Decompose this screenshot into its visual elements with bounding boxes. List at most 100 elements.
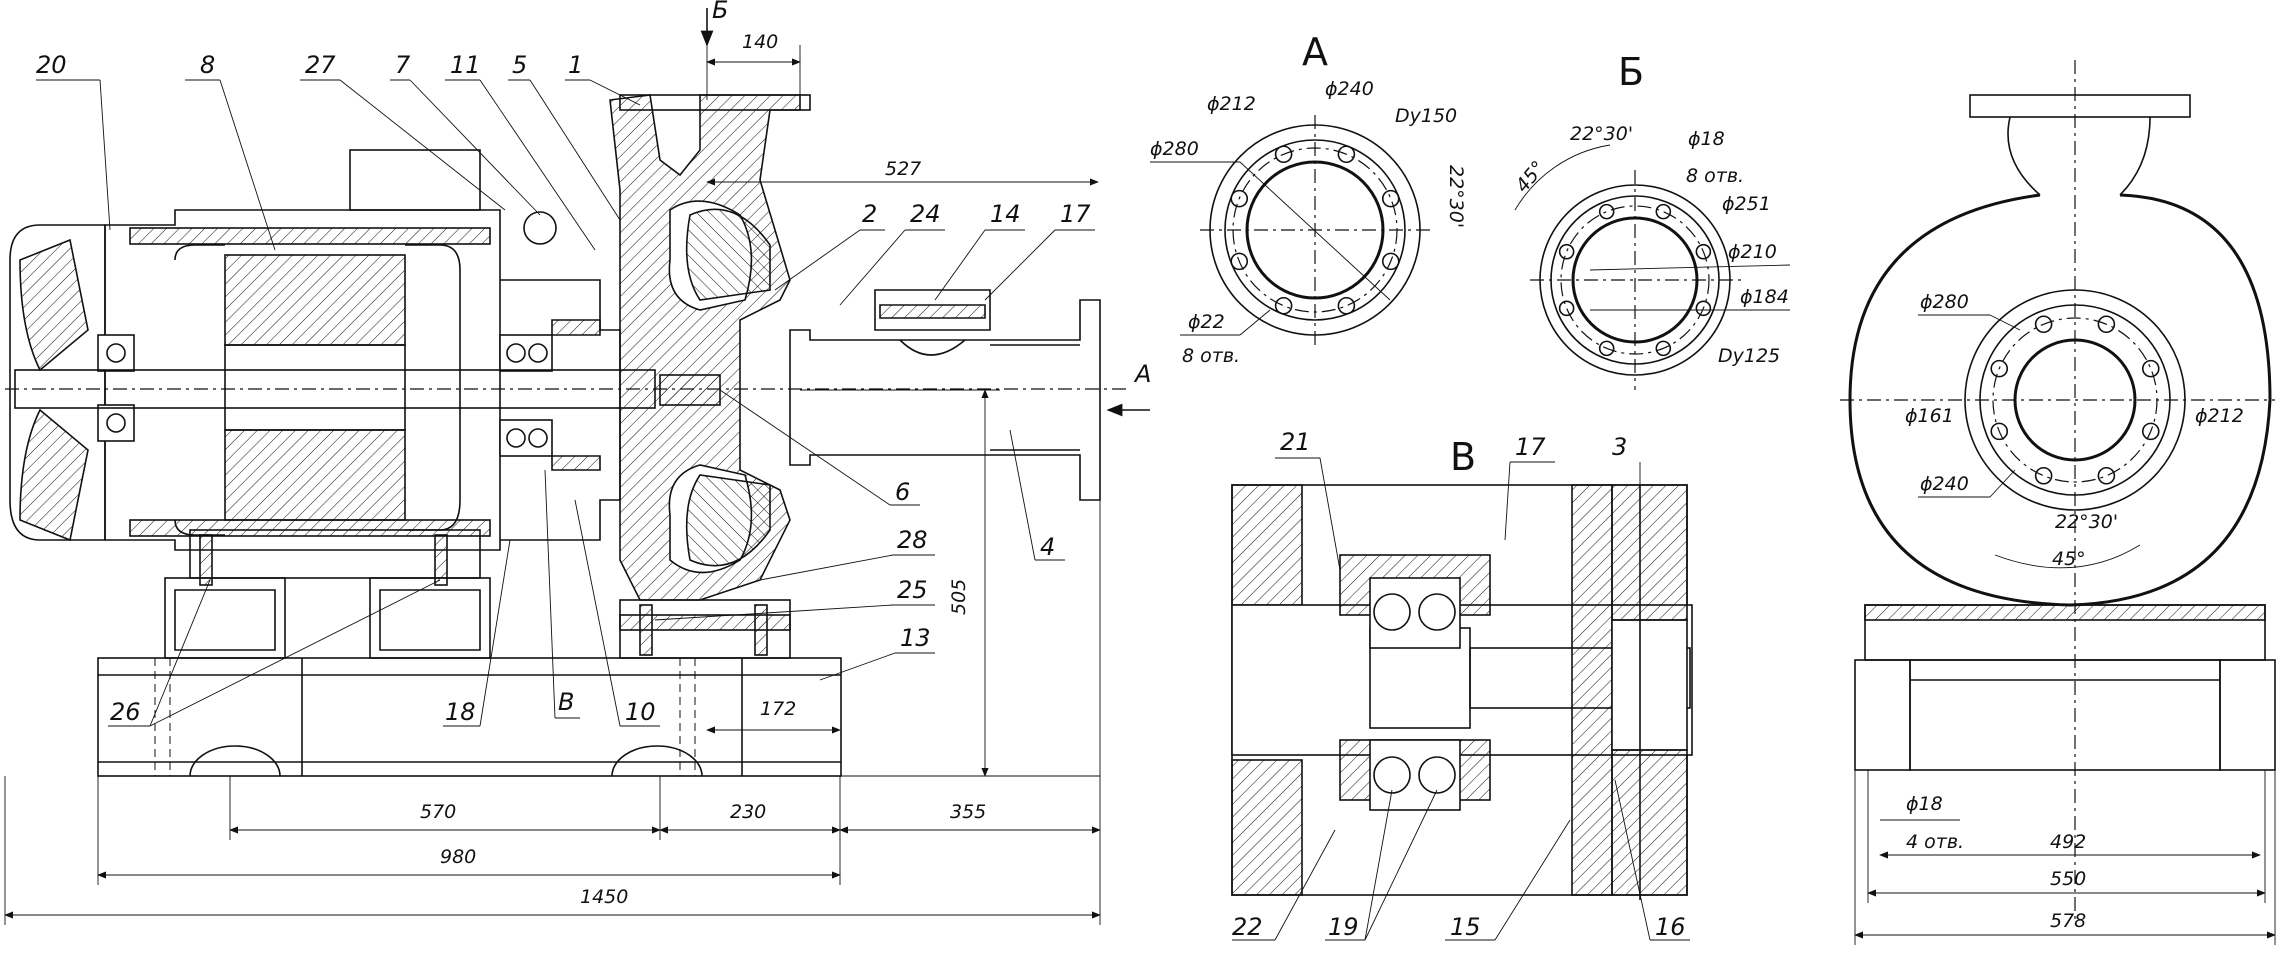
- end-d161: ϕ161: [1905, 405, 1954, 427]
- dim-140: 140: [742, 31, 778, 53]
- view-B-45: 45°: [1511, 157, 1550, 197]
- end-holes: 4 отв.: [1906, 831, 1964, 853]
- view-A-flange: А ϕ212 ϕ240 Dy150 ϕ280 22°30' ϕ22 8 отв.: [1150, 30, 1467, 367]
- view-A-d280: ϕ280: [1150, 138, 1199, 160]
- bolt-hole: [2097, 466, 2116, 485]
- view-V-title: В: [1450, 435, 1476, 479]
- dim-355: 355: [950, 801, 986, 823]
- bolt-hole: [1598, 203, 1615, 220]
- view-V-16: 16: [1655, 913, 1686, 941]
- end-view: ϕ280 ϕ161 ϕ212 ϕ240 22°30' 45° ϕ18 4 отв…: [1840, 60, 2276, 945]
- label-24: 24: [910, 200, 941, 228]
- label-V: В: [558, 688, 574, 716]
- dim-570: 570: [420, 801, 456, 823]
- motor-body: [104, 209, 501, 551]
- terminal-box: [349, 149, 481, 211]
- label-27: 27: [305, 51, 336, 79]
- view-A-holes: 8 отв.: [1182, 345, 1240, 367]
- bolt-hole: [1598, 340, 1615, 357]
- dim-505: 505: [948, 579, 970, 615]
- dim-230: 230: [730, 801, 766, 823]
- bolt-hole: [2141, 422, 2160, 441]
- bolt-hole: [1381, 252, 1400, 271]
- bolt-hole: [1337, 145, 1356, 164]
- bolt-hole: [2034, 466, 2053, 485]
- end-d18: ϕ18: [1906, 793, 1943, 815]
- label-11: 11: [450, 51, 481, 79]
- view-V-21: 21: [1280, 428, 1311, 456]
- view-A-d240: ϕ240: [1325, 78, 1374, 100]
- dim-1450: 1450: [580, 886, 628, 908]
- label-14: 14: [990, 200, 1021, 228]
- end-578: 578: [2050, 910, 2086, 932]
- view-B-holes: 8 отв.: [1686, 165, 1744, 187]
- view-B-d18: ϕ18: [1688, 128, 1725, 150]
- label-28: 28: [897, 526, 928, 554]
- view-B-dy125: Dy125: [1718, 345, 1780, 367]
- label-7: 7: [395, 51, 411, 79]
- end-angle: 22°30': [2055, 511, 2118, 533]
- dim-527: 527: [885, 158, 921, 180]
- bolt-hole: [1558, 243, 1575, 260]
- view-V-15: 15: [1450, 913, 1481, 941]
- view-B-d251: ϕ251: [1722, 193, 1771, 215]
- bolt-hole: [1990, 422, 2009, 441]
- arrow-label-B: Б: [712, 0, 728, 24]
- side-view: [5, 94, 1150, 777]
- view-B-title: Б: [1618, 50, 1644, 94]
- dim-172: 172: [760, 698, 796, 720]
- view-V-3: 3: [1612, 433, 1627, 461]
- label-13: 13: [900, 624, 931, 652]
- view-B-d184: ϕ184: [1740, 286, 1789, 308]
- fan-cover: [9, 224, 106, 541]
- view-A-angle: 22°30': [1445, 165, 1467, 228]
- bolt-hole: [2034, 315, 2053, 334]
- label-25: 25: [897, 576, 928, 604]
- view-V-19: 19: [1328, 913, 1359, 941]
- bolt-hole: [1695, 300, 1712, 317]
- bolt-hole: [1695, 243, 1712, 260]
- bolt-hole: [1990, 359, 2009, 378]
- bolt-hole: [1558, 300, 1575, 317]
- label-2: 2: [862, 200, 877, 228]
- end-492: 492: [2050, 831, 2086, 853]
- bolt-hole: [1274, 145, 1293, 164]
- view-B-angle: 22°30': [1570, 123, 1633, 145]
- side-view-labels: 20 8 27 7 11 5 1 2 24 14 17 6 4 28 25 13…: [36, 0, 1151, 727]
- end-d240: ϕ240: [1920, 473, 1969, 495]
- label-6: 6: [895, 478, 910, 506]
- bolt-hole: [1337, 296, 1356, 315]
- bolt-hole: [1381, 189, 1400, 208]
- side-view-dimensions: 140 527 505 172 570 230 355 980 1450: [4, 20, 1101, 925]
- view-A-d22: ϕ22: [1188, 311, 1225, 333]
- end-45: 45°: [2052, 548, 2086, 570]
- bolt-hole: [1274, 296, 1293, 315]
- label-1: 1: [568, 51, 583, 79]
- view-A-dy150: Dy150: [1395, 105, 1457, 127]
- dim-980: 980: [440, 846, 476, 868]
- end-d280: ϕ280: [1920, 291, 1969, 313]
- label-17: 17: [1060, 200, 1091, 228]
- end-550: 550: [2050, 868, 2086, 890]
- end-d212: ϕ212: [2195, 405, 2244, 427]
- bolt-hole: [2097, 315, 2116, 334]
- view-B-d210: ϕ210: [1728, 241, 1777, 263]
- label-8: 8: [200, 51, 215, 79]
- view-B-flange: Б 45° 22°30' ϕ18 8 отв. ϕ251 ϕ210 ϕ184 D…: [1511, 50, 1791, 390]
- view-V-detail: В 21 17 3 22 19 15 16: [1231, 428, 1693, 941]
- view-V-22: 22: [1232, 913, 1263, 941]
- bolt-hole: [2141, 359, 2160, 378]
- bolt-hole: [1230, 189, 1249, 208]
- view-A-d212: ϕ212: [1207, 93, 1256, 115]
- label-10: 10: [625, 698, 656, 726]
- view-A-title: А: [1302, 30, 1328, 74]
- view-V-17: 17: [1515, 433, 1546, 461]
- label-18: 18: [445, 698, 476, 726]
- label-5: 5: [512, 51, 527, 79]
- bolt-hole: [1655, 340, 1672, 357]
- label-4: 4: [1040, 533, 1055, 561]
- label-20: 20: [36, 51, 67, 79]
- bolt-hole: [1655, 203, 1672, 220]
- flow-arrow-label: А: [1133, 360, 1151, 388]
